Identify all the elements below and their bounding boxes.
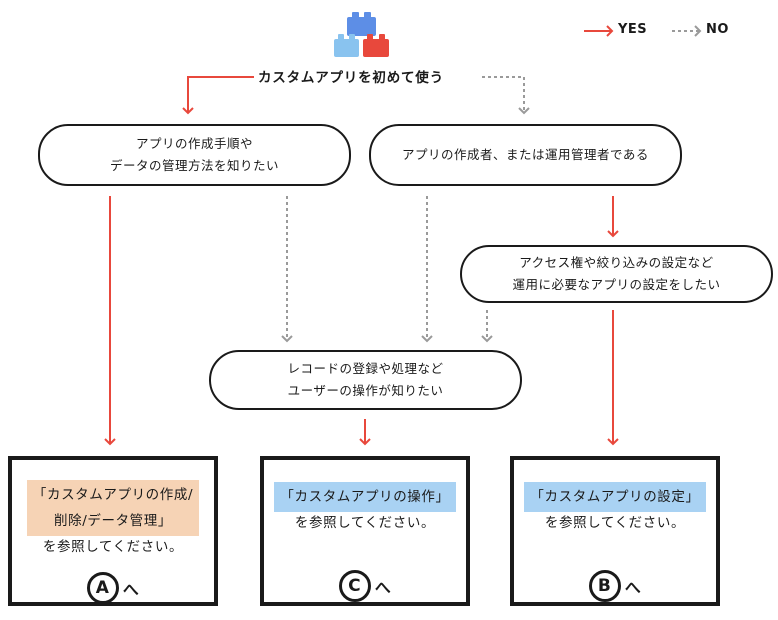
result-a-card: 「カスタムアプリの作成/ 削除/データ管理」 を参照してください。 A へ (8, 456, 218, 606)
result-c-card: 「カスタムアプリの操作」 を参照してください。 C へ (260, 456, 470, 606)
result-b-badge-row: B へ (588, 570, 642, 602)
start-label: カスタムアプリを初めて使う (254, 66, 448, 86)
result-b-title: 「カスタムアプリの設定」 (530, 489, 700, 505)
result-a-caret: へ (122, 580, 140, 599)
question-line: 運用に必要なアプリの設定をしたい (512, 277, 721, 292)
question-record-operations: レコードの登録や処理など ユーザーの操作が知りたい (209, 350, 522, 410)
question-line: アプリの作成手順や (135, 136, 253, 151)
legend-no-label: NO (706, 22, 729, 37)
result-c-caret: へ (374, 578, 392, 597)
badge-c-icon: C (338, 570, 371, 602)
result-c-highlight[interactable]: 「カスタムアプリの操作」 (274, 482, 456, 512)
question-app-settings: アクセス権や絞り込みの設定など 運用に必要なアプリの設定をしたい (460, 245, 773, 303)
badge-b-icon: B (588, 570, 621, 602)
result-a-title-line2: 削除/データ管理」 (54, 513, 172, 529)
result-a-badge-row: A へ (86, 572, 140, 604)
lego-blocks-icon (334, 12, 389, 57)
start-to-right-no (482, 76, 530, 115)
result-b-highlight[interactable]: 「カスタムアプリの設定」 (524, 482, 706, 512)
start-to-left-yes (182, 76, 258, 115)
question-line: ユーザーの操作が知りたい (287, 383, 444, 398)
question-line: アプリの作成者、または運用管理者である (402, 147, 649, 162)
result-b-instruction: を参照してください。 (544, 515, 686, 531)
result-c-title: 「カスタムアプリの操作」 (280, 489, 450, 505)
question-app-creation-data-management: アプリの作成手順や データの管理方法を知りたい (38, 124, 351, 186)
question-line: データの管理方法を知りたい (109, 158, 279, 173)
question-line: レコードの登録や処理など (287, 361, 444, 376)
result-c-badge-row: C へ (338, 570, 392, 602)
result-c-instruction: を参照してください。 (294, 515, 436, 531)
result-a-title-line1: 「カスタムアプリの作成/ (32, 487, 194, 503)
result-b-caret: へ (624, 578, 642, 597)
question-line: アクセス権や絞り込みの設定など (519, 255, 714, 270)
legend-yes-label: YES (618, 22, 648, 37)
question-app-creator-or-admin: アプリの作成者、または運用管理者である (369, 124, 682, 186)
result-b-card: 「カスタムアプリの設定」 を参照してください。 B へ (510, 456, 720, 606)
badge-a-icon: A (86, 572, 119, 604)
result-a-highlight[interactable]: 「カスタムアプリの作成/ 削除/データ管理」 (26, 480, 200, 536)
result-a-instruction: を参照してください。 (42, 539, 184, 555)
